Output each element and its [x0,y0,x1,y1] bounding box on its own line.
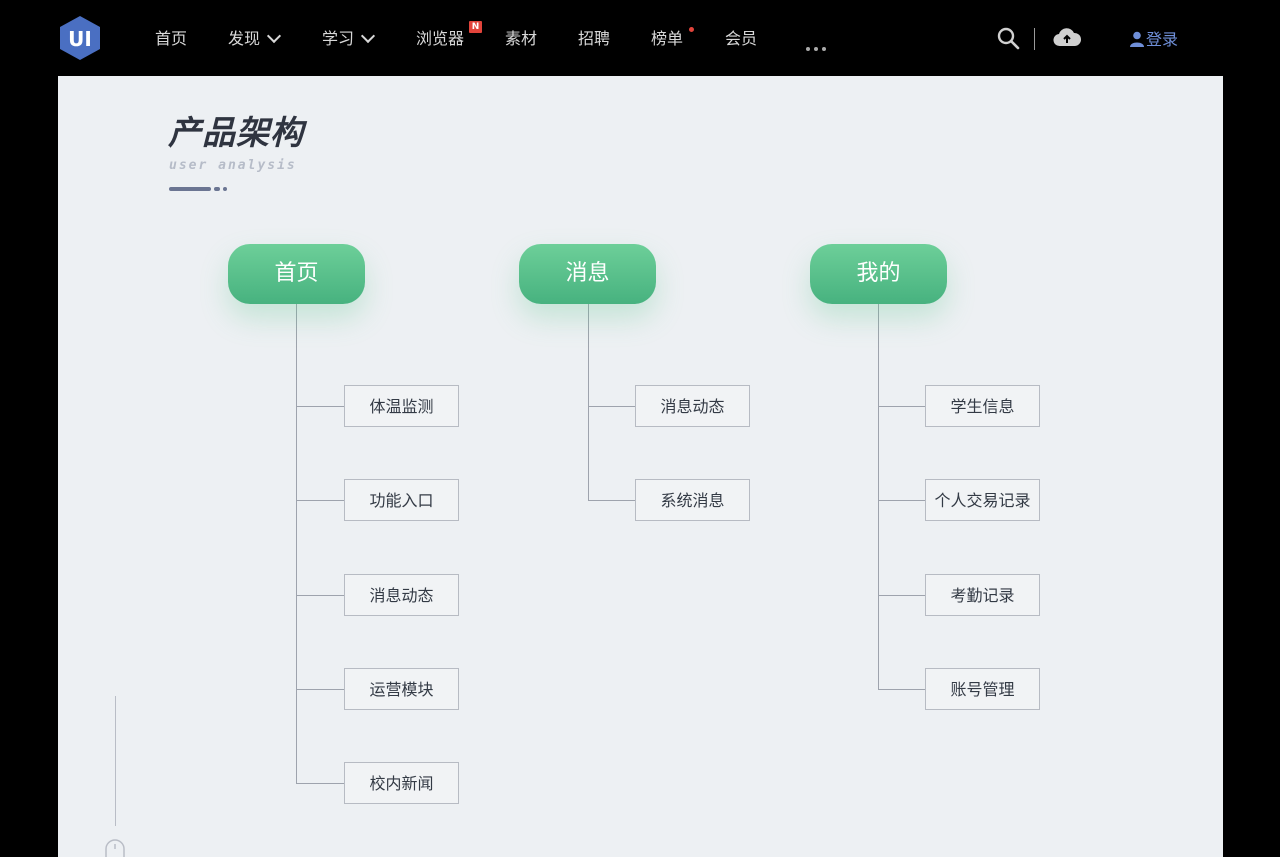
tree-branch-line [296,500,344,501]
nav-materials-label: 素材 [505,29,538,48]
module-messages[interactable]: 消息 [519,244,656,304]
search-icon[interactable] [996,26,1020,50]
tree-branch-line [878,689,925,690]
module-profile[interactable]: 我的 [810,244,947,304]
nav-home-label: 首页 [155,29,188,48]
tree-branch-line [296,595,344,596]
mouse-scroll-icon [105,839,125,857]
feature-node[interactable]: 账号管理 [925,668,1040,710]
feature-node[interactable]: 消息动态 [635,385,750,427]
title-accent-dot [214,187,220,191]
nav-browser-label: 浏览器 [416,29,465,48]
more-icon[interactable] [806,36,834,51]
nav-learn-label: 学习 [322,29,355,48]
top-navbar: UI 首页 发现 学习 浏览器 N 素材 招聘 榜单 会员 登录 [0,0,1280,76]
feature-node[interactable]: 体温监测 [344,385,459,427]
title-accent-bar [169,187,211,191]
tree-trunk-line [878,304,879,690]
feature-node[interactable]: 学生信息 [925,385,1040,427]
tree-branch-line [296,406,344,407]
feature-node[interactable]: 个人交易记录 [925,479,1040,521]
toolbar-divider [1034,28,1035,50]
nav-rankings-label: 榜单 [651,29,684,48]
new-badge: N [469,21,482,33]
tree-branch-line [588,406,635,407]
slide-canvas: 产品架构 user analysis 首页 体温监测 功能入口 消息动态 运营模… [58,76,1223,857]
logo-icon: UI [60,16,100,60]
login-label: 登录 [1146,30,1179,49]
module-home[interactable]: 首页 [228,244,365,304]
tree-trunk-line [296,304,297,783]
tree-branch-line [296,783,344,784]
feature-node[interactable]: 功能入口 [344,479,459,521]
nav-jobs[interactable]: 招聘 [578,27,610,51]
feature-node[interactable]: 系统消息 [635,479,750,521]
nav-jobs-label: 招聘 [578,29,611,48]
nav-membership[interactable]: 会员 [725,27,757,51]
user-icon [1130,31,1144,47]
nav-materials[interactable]: 素材 [505,27,537,51]
tree-branch-line [878,595,925,596]
nav-home[interactable]: 首页 [155,27,187,51]
nav-discover[interactable]: 发现 [228,27,282,51]
page-title: 产品架构 [168,113,304,152]
nav-learn[interactable]: 学习 [322,27,376,51]
login-button[interactable]: 登录 [1130,28,1178,52]
tree-branch-line [588,500,635,501]
page-subtitle: user analysis [169,158,297,173]
nav-rankings[interactable]: 榜单 [651,27,683,51]
feature-node[interactable]: 运营模块 [344,668,459,710]
title-accent-dot [223,187,227,191]
tree-trunk-line [588,304,589,501]
chevron-down-icon [360,28,376,44]
scroll-indicator-line [115,696,116,826]
feature-node[interactable]: 校内新闻 [344,762,459,804]
cloud-upload-icon[interactable] [1052,26,1082,50]
logo-text: UI [68,27,92,51]
chevron-down-icon [266,28,282,44]
feature-node[interactable]: 消息动态 [344,574,459,616]
tree-branch-line [878,406,925,407]
notification-dot [689,27,694,32]
tree-branch-line [878,500,925,501]
feature-node[interactable]: 考勤记录 [925,574,1040,616]
site-logo[interactable]: UI [56,14,104,62]
nav-membership-label: 会员 [725,29,758,48]
tree-branch-line [296,689,344,690]
nav-discover-label: 发现 [228,29,261,48]
nav-browser[interactable]: 浏览器 [416,27,464,51]
